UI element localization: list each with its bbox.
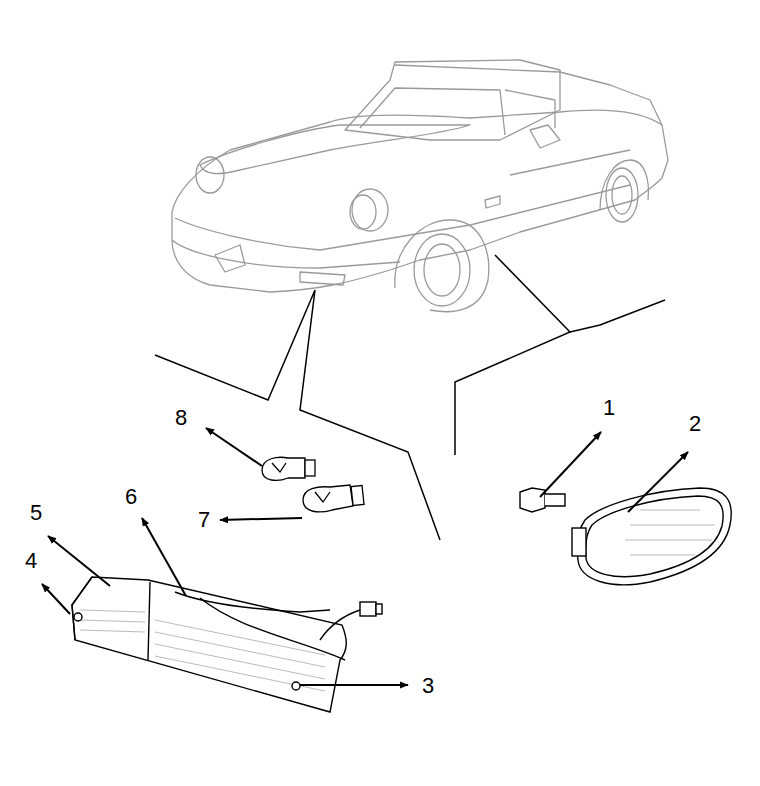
callout-number: 5 xyxy=(30,502,42,524)
side-marker xyxy=(520,488,731,585)
callout-number: 8 xyxy=(175,407,187,429)
callout-number: 1 xyxy=(603,397,615,419)
leader-lines xyxy=(155,255,665,540)
bulbs xyxy=(262,457,364,512)
callout-number: 4 xyxy=(25,550,37,572)
car-outline xyxy=(172,60,668,312)
callout-number: 7 xyxy=(198,509,210,531)
callout-number: 6 xyxy=(125,486,137,508)
callout-arrows xyxy=(42,428,688,685)
callout-number: 2 xyxy=(689,413,701,435)
callout-number: 3 xyxy=(422,675,434,697)
front-indicator xyxy=(72,577,382,712)
